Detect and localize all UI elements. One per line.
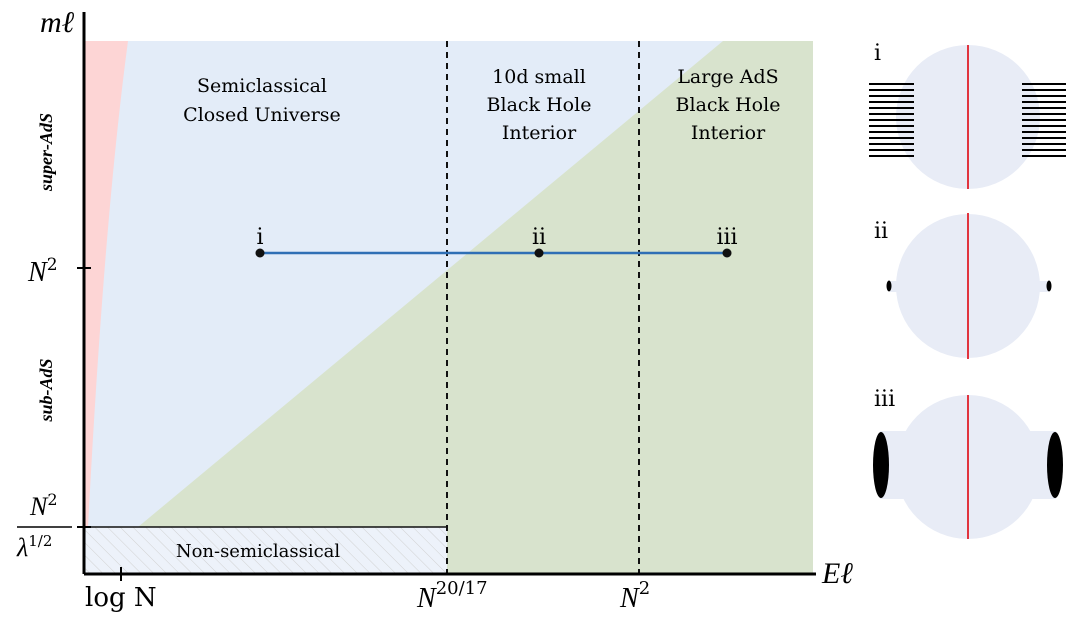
svg-text:Interior: Interior <box>502 122 577 144</box>
inset-label-ii: ii <box>874 219 888 244</box>
neck-left-ii <box>890 281 905 292</box>
point-iii <box>722 248 732 258</box>
black-hole-region <box>138 41 813 574</box>
black-hole-left-ii <box>886 280 892 292</box>
point-label-iii: iii <box>716 225 737 250</box>
side-label-sub-ads: sub-AdS <box>36 358 56 422</box>
x-tick-label-n2017: N20/17 <box>416 578 488 614</box>
svg-text:Large AdS: Large AdS <box>677 66 778 88</box>
inset-ii: ii <box>874 213 1052 359</box>
side-label-super-ads: super-AdS <box>36 113 56 192</box>
black-hole-left-iii <box>873 432 889 498</box>
non-semiclassical-region <box>84 527 447 574</box>
x-tick-label-n2: N2 <box>619 578 650 614</box>
neck-right-ii <box>1031 281 1048 292</box>
region-label-small-bh: 10d small Black Hole Interior <box>487 66 592 144</box>
inset-i: i <box>869 41 1066 189</box>
svg-text:10d small: 10d small <box>492 66 586 88</box>
point-ii <box>534 248 544 258</box>
radiation-lines-right <box>1022 83 1066 157</box>
y-axis-label: mℓ <box>40 6 75 39</box>
inset-label-i: i <box>874 41 881 66</box>
svg-text:Black Hole: Black Hole <box>676 94 781 116</box>
svg-text:N2: N2 <box>29 490 58 521</box>
phase-plot: i ii iii Semiclassical Closed Universe 1… <box>16 6 853 614</box>
point-i <box>255 248 265 258</box>
inset-label-iii: iii <box>874 387 895 412</box>
black-hole-right-iii <box>1047 432 1063 498</box>
point-label-i: i <box>256 225 263 250</box>
x-tick-label-logn[interactable]: log N <box>85 583 157 613</box>
black-hole-right-ii <box>1046 280 1052 292</box>
forbidden-region <box>84 41 128 527</box>
region-label-semiclassical: Semiclassical Closed Universe <box>183 75 341 126</box>
svg-text:Black Hole: Black Hole <box>487 94 592 116</box>
x-axis-label: Eℓ <box>821 557 853 590</box>
region-label-large-bh: Large AdS Black Hole Interior <box>676 66 781 144</box>
radiation-lines-left <box>869 83 914 157</box>
svg-text:Interior: Interior <box>691 122 766 144</box>
inset-iii: iii <box>873 387 1063 539</box>
y-tick-label-fraction: N2 λ1/2 <box>16 490 72 562</box>
svg-text:λ1/2: λ1/2 <box>16 532 52 562</box>
region-label-non-semiclassical: Non-semiclassical <box>176 541 341 562</box>
svg-text:Closed Universe: Closed Universe <box>183 104 341 126</box>
svg-text:Semiclassical: Semiclassical <box>197 75 327 97</box>
y-tick-label-n2: N2 <box>27 255 58 288</box>
point-label-ii: ii <box>532 225 546 250</box>
